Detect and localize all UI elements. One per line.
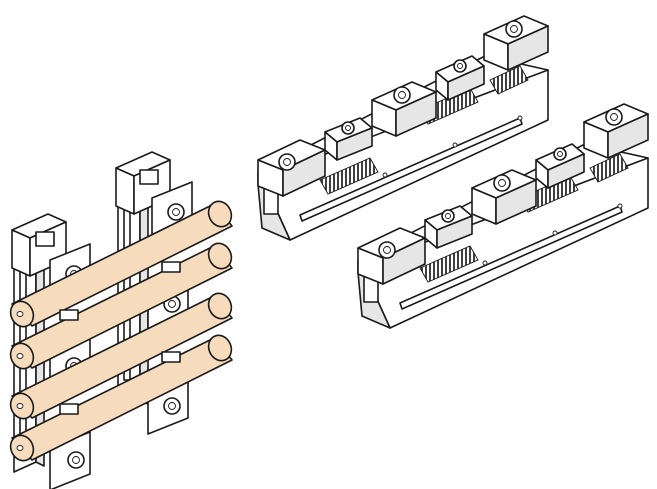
serration-strip xyxy=(319,157,379,195)
jaw-block xyxy=(257,139,326,197)
clamp-jaw xyxy=(424,205,473,249)
wooden-rod xyxy=(9,200,233,328)
serration-strip xyxy=(489,65,529,95)
rail-slot xyxy=(299,117,523,222)
jaw-block xyxy=(471,169,537,225)
jaw-block xyxy=(583,103,649,159)
clamp-jaw xyxy=(535,143,585,189)
serration-strip xyxy=(419,245,479,283)
horizontal-rail-upper xyxy=(257,15,549,241)
wooden-rod xyxy=(9,292,233,420)
clamp-jaw xyxy=(324,117,373,161)
horizontal-rail-lower xyxy=(357,103,649,329)
vertical-vise-assembly xyxy=(9,151,233,489)
wooden-rod xyxy=(9,334,233,462)
clamp-jaw xyxy=(435,55,485,101)
wooden-rod xyxy=(9,242,233,370)
serration-strip xyxy=(589,153,629,183)
jaw-block xyxy=(357,227,426,285)
jaw-block xyxy=(483,15,549,71)
clamp-jaw xyxy=(59,261,181,415)
rail-slot xyxy=(399,205,623,310)
jaw-block xyxy=(371,81,437,137)
